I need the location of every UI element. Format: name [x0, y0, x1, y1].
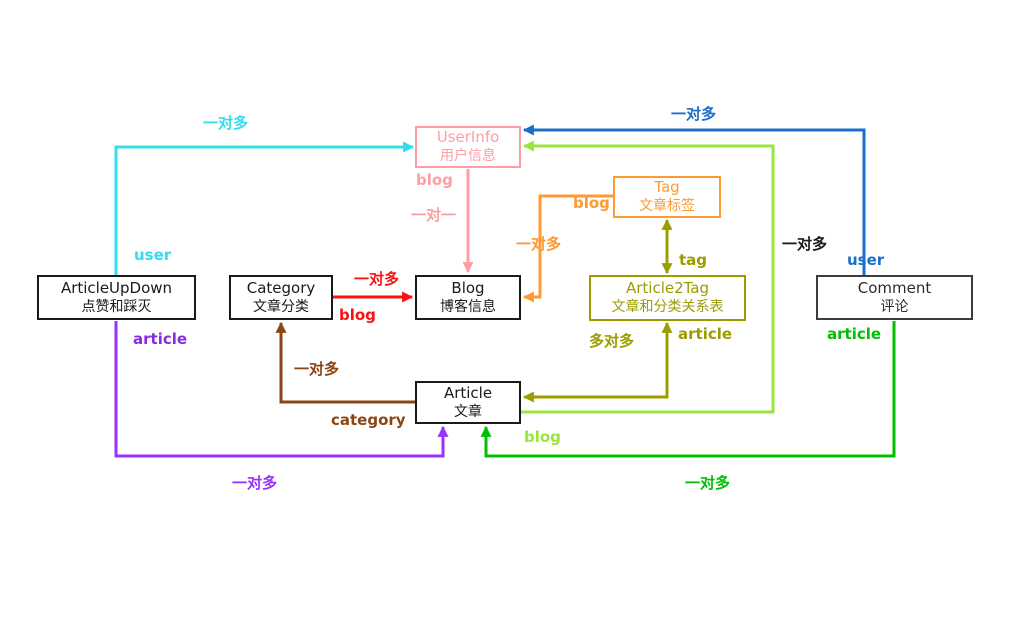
label-article2tag-tag-field: tag [679, 251, 708, 269]
label-comment-article-field: article [827, 325, 882, 343]
entity-category-label: 文章分类 [253, 298, 309, 315]
label-article-category-field: category [331, 411, 406, 429]
label-article-blog-relation: 一对多 [782, 235, 828, 253]
entity-comment[interactable]: Comment 评论 [816, 275, 973, 320]
label-articleupdown-user-relation: 一对多 [203, 114, 249, 132]
entity-article2tag-label: 文章和分类关系表 [611, 299, 724, 315]
entity-articleupdown-label: 点赞和踩灭 [81, 298, 152, 315]
entity-category-name: Category [246, 278, 316, 297]
label-article-blog-field: blog [524, 428, 561, 446]
edge-tag-blog [522, 194, 613, 303]
label-comment-article-relation: 一对多 [685, 474, 731, 492]
entity-article-name: Article [443, 383, 493, 402]
entity-category[interactable]: Category 文章分类 [229, 275, 333, 320]
label-articleupdown-article-relation: 一对多 [232, 474, 278, 492]
label-tag-blog-relation: 一对多 [516, 235, 562, 253]
label-userinfo-blog-relation: 一对一 [411, 206, 457, 224]
entity-blog-label: 博客信息 [440, 298, 496, 315]
entity-comment-name: Comment [857, 278, 932, 297]
edge-comment-user [522, 124, 866, 276]
label-articleupdown-user-field: user [134, 246, 172, 264]
entity-article2tag-name: Article2Tag [625, 279, 710, 297]
edge-articleupdown-article [114, 321, 449, 458]
label-comment-user-relation: 一对多 [671, 105, 717, 123]
entity-userinfo-label: 用户信息 [440, 148, 496, 164]
entity-blog-name: Blog [451, 278, 485, 297]
entity-userinfo[interactable]: UserInfo 用户信息 [415, 126, 521, 168]
entity-tag-label: 文章标签 [639, 198, 695, 214]
edge-comment-article [480, 321, 896, 458]
label-userinfo-blog-field: blog [416, 171, 453, 189]
label-category-blog-field: blog [339, 306, 376, 324]
entity-article2tag[interactable]: Article2Tag 文章和分类关系表 [589, 275, 746, 321]
label-category-blog-relation: 一对多 [354, 270, 400, 288]
entity-userinfo-name: UserInfo [436, 128, 500, 146]
entity-article[interactable]: Article 文章 [415, 381, 521, 424]
edge-article2tag-article [522, 321, 673, 403]
label-article-category-relation: 一对多 [294, 360, 340, 378]
edge-article-category [275, 321, 415, 404]
entity-articleupdown[interactable]: ArticleUpDown 点赞和踩灭 [37, 275, 196, 320]
entity-tag-name: Tag [654, 178, 680, 196]
entity-article-label: 文章 [454, 403, 482, 420]
entity-articleupdown-name: ArticleUpDown [60, 278, 173, 297]
label-comment-user-field: user [847, 251, 885, 269]
edge-articleupdown-user [114, 141, 415, 276]
entity-tag[interactable]: Tag 文章标签 [613, 176, 721, 218]
entity-comment-label: 评论 [880, 298, 909, 315]
edge-article-blog [521, 140, 775, 414]
label-articleupdown-article-field: article [133, 330, 188, 348]
entity-blog[interactable]: Blog 博客信息 [415, 275, 521, 320]
label-tag-blog-field: blog [573, 194, 610, 212]
label-article2tag-article-field: article [678, 325, 733, 343]
label-article2tag-m2m-relation: 多对多 [589, 332, 635, 350]
